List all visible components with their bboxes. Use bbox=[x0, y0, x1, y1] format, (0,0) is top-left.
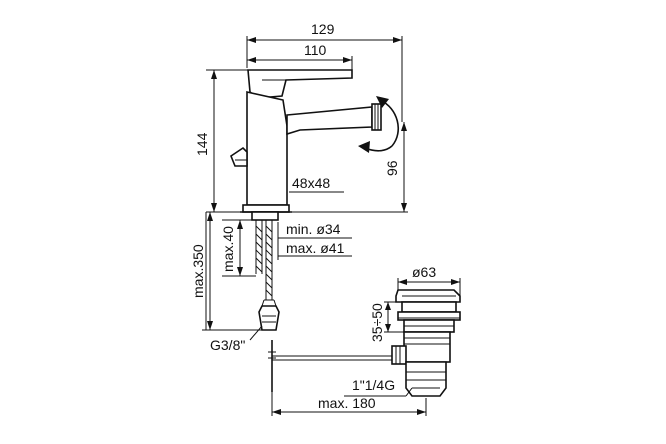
dim-waste-thread: 1"1/4G bbox=[352, 377, 395, 393]
dim-height-outlet: 96 bbox=[384, 160, 400, 176]
pop-up-waste bbox=[391, 289, 461, 397]
dim-waste-diameter: ø63 bbox=[412, 264, 436, 280]
dim-width-spout: 110 bbox=[304, 42, 327, 58]
dim-hole-max: max. ø41 bbox=[286, 240, 345, 256]
dim-width-overall: 129 bbox=[311, 21, 335, 37]
dim-base-size: 48x48 bbox=[292, 175, 330, 191]
rotation-arrow-icon bbox=[358, 96, 400, 153]
mixer-body bbox=[230, 69, 382, 221]
dim-hose-thread: G3/8" bbox=[210, 337, 245, 353]
dim-deck-max: max.40 bbox=[220, 226, 236, 272]
dim-height-body: 144 bbox=[194, 132, 210, 156]
dim-waste-range: 35÷50 bbox=[369, 303, 385, 342]
flexible-hoses bbox=[255, 220, 280, 331]
dimension-lines bbox=[202, 36, 461, 416]
dim-hole-min: min. ø34 bbox=[286, 221, 341, 237]
dim-hose-max: max.350 bbox=[190, 244, 206, 298]
lift-rod bbox=[268, 340, 392, 392]
dim-rod-max: max. 180 bbox=[318, 395, 376, 411]
